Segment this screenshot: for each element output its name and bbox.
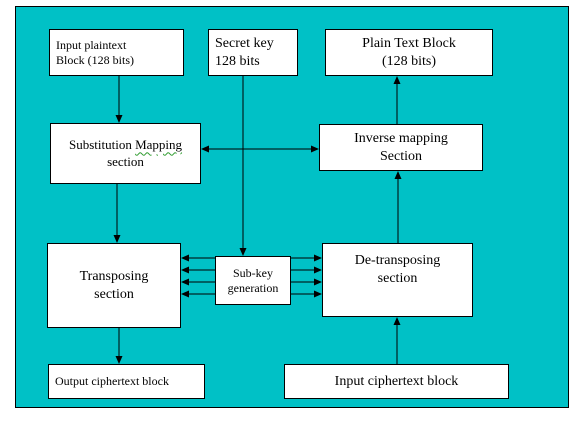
subkey-line2: generation bbox=[227, 280, 279, 295]
detransposing-box: De-transposing section bbox=[322, 243, 473, 317]
transposing-box: Transposing section bbox=[47, 243, 181, 328]
subkey-generation-box: Sub-key generation bbox=[215, 256, 291, 305]
secret-key-line1: Secret key bbox=[215, 36, 274, 51]
input-plaintext-box: Input plaintext Block (128 bits) bbox=[49, 29, 184, 76]
substitution-mapping-line1: Substitution Mapping bbox=[69, 137, 182, 153]
secret-key-box: Secret key 128 bits bbox=[208, 29, 298, 76]
inverse-mapping-box: Inverse mapping Section bbox=[319, 124, 483, 171]
subkey-line1: Sub-key bbox=[233, 265, 273, 280]
substitution-mapping-box: Substitution Mapping section bbox=[50, 123, 201, 184]
input-ciphertext-box: Input ciphertext block bbox=[284, 364, 509, 399]
transposing-line1: Transposing bbox=[79, 269, 149, 284]
output-ciphertext-label: Output ciphertext block bbox=[55, 374, 169, 388]
plain-text-block-line2: (128 bits) bbox=[381, 53, 437, 69]
substitution-word: Substitution bbox=[68, 137, 132, 153]
mapping-word: Mapping bbox=[135, 137, 183, 153]
input-plaintext-line2: Block (128 bits) bbox=[56, 52, 134, 67]
transposing-line2: section bbox=[94, 286, 134, 302]
input-ciphertext-label: Input ciphertext block bbox=[334, 373, 459, 389]
inverse-mapping-line1: Inverse mapping bbox=[354, 131, 448, 146]
input-plaintext-line1: Input plaintext bbox=[56, 37, 127, 52]
inverse-mapping-line2: Section bbox=[380, 148, 422, 164]
plain-text-block-box: Plain Text Block (128 bits) bbox=[325, 29, 493, 76]
substitution-mapping-line2: section bbox=[107, 153, 144, 169]
detransposing-line2: section bbox=[377, 270, 418, 286]
plain-text-block-line1: Plain Text Block bbox=[362, 36, 456, 51]
secret-key-line2: 128 bits bbox=[215, 53, 260, 69]
detransposing-line1: De-transposing bbox=[354, 253, 441, 268]
output-ciphertext-box: Output ciphertext block bbox=[48, 364, 205, 399]
